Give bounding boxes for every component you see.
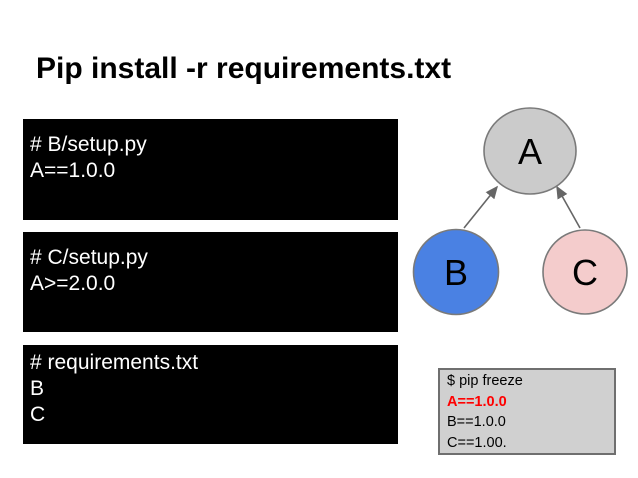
terminal-line-package-b: B==1.0.0: [447, 414, 506, 430]
code-line-comment: # C/setup.py: [30, 246, 148, 269]
code-line-requirement: C: [30, 403, 46, 426]
code-line-comment: # requirements.txt: [30, 351, 199, 374]
node-c-label: C: [572, 252, 598, 293]
terminal-line-package-a: A==1.0.0: [447, 393, 507, 410]
code-block-requirements: # requirements.txt B C: [23, 345, 398, 444]
node-c-circle: [542, 229, 628, 315]
slide-title: Pip install -r requirements.txt: [36, 52, 452, 85]
edge-b-to-a-arrow: [463, 185, 499, 229]
pip-freeze-output-box: $ pip freeze A==1.0.0 B==1.0.0 C==1.00.: [438, 368, 616, 455]
edge-c-to-a-arrow: [556, 185, 581, 229]
node-b-circle: [412, 228, 500, 316]
terminal-line-package-c: C==1.00.: [447, 434, 507, 451]
code-line-requirement: B: [30, 377, 45, 400]
code-block-b-setup: # B/setup.py A==1.0.0: [23, 119, 398, 220]
dependency-diagram: A B C: [412, 107, 628, 316]
code-block-c-setup: # C/setup.py A>=2.0.0: [23, 232, 398, 332]
terminal-line-command: $ pip freeze: [447, 373, 523, 389]
node-b-label: B: [444, 252, 468, 293]
node-a-circle: [483, 107, 577, 195]
code-line-requirement: A==1.0.0: [30, 159, 116, 182]
node-a-label: A: [518, 131, 542, 172]
code-line-requirement: A>=2.0.0: [30, 272, 116, 295]
code-line-comment: # B/setup.py: [30, 133, 147, 156]
